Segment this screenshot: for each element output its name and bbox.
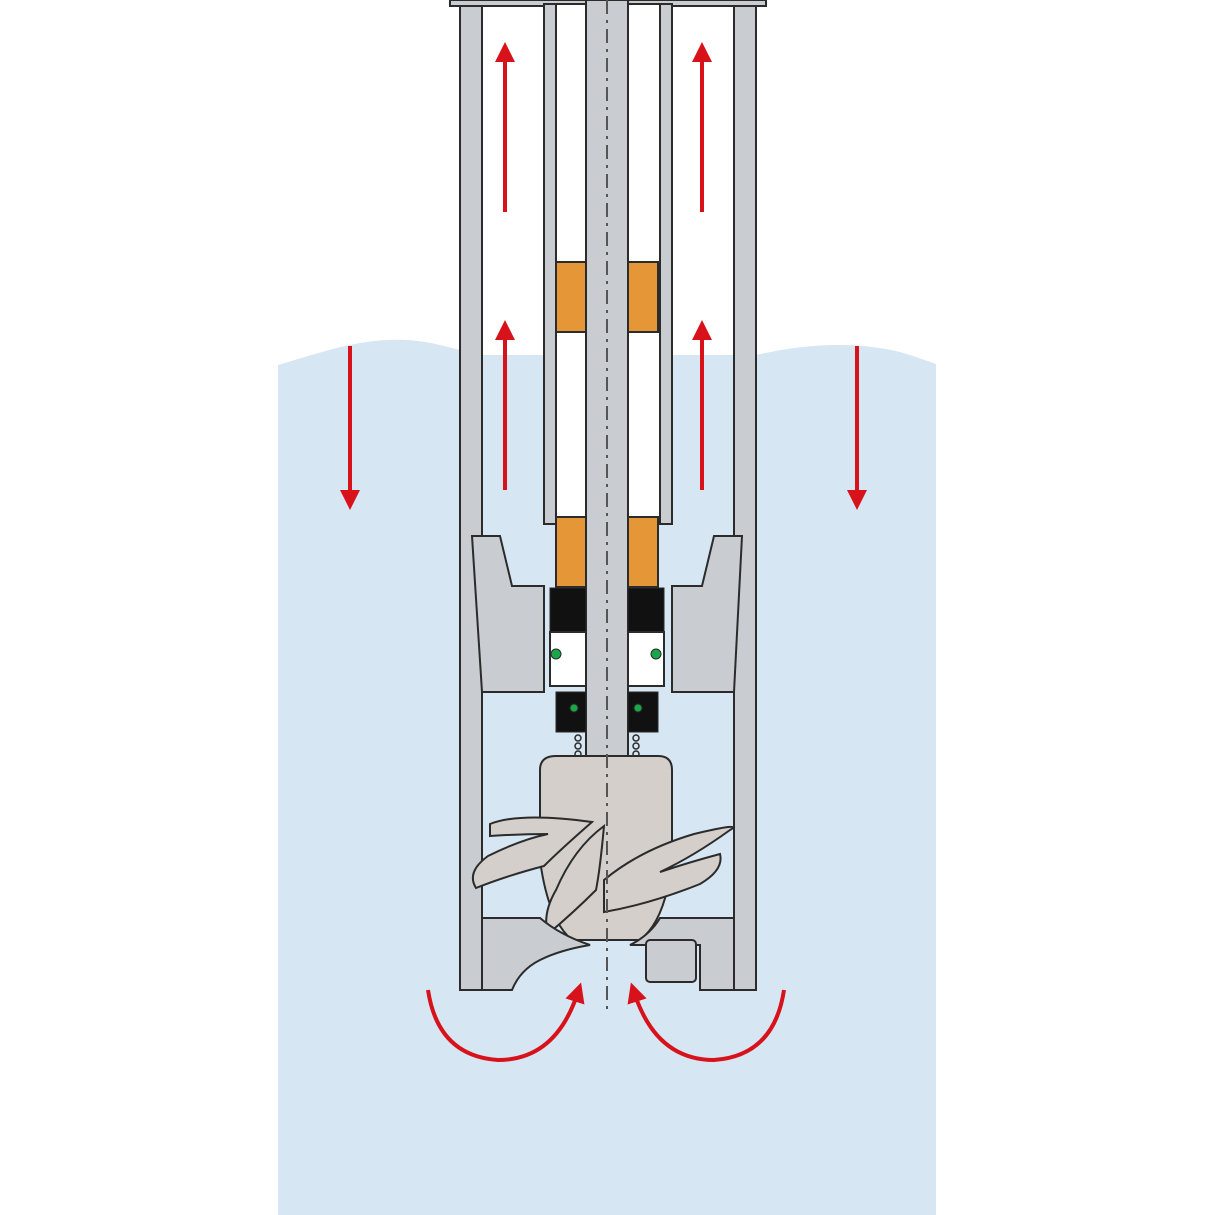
motor-mount-flange-left — [470, 535, 545, 693]
mechanical-seal-face-left — [549, 631, 587, 687]
motor-mount-flange-right — [671, 535, 744, 693]
impeller-blade-left — [472, 816, 595, 890]
upper-bearing-right — [627, 261, 659, 333]
flow-arrow-inlet-right — [627, 982, 786, 1063]
seal-o-ring-right-lower — [633, 703, 643, 713]
mechanical-seal-housing-left — [549, 587, 587, 633]
seal-rotating-ring-right — [627, 691, 659, 733]
seal-rotating-ring-left — [555, 691, 587, 733]
suction-bell-left — [481, 917, 591, 991]
outer-casing-left-wall — [459, 0, 483, 991]
water-sump — [278, 339, 936, 1215]
impeller-blade-right — [603, 825, 734, 914]
seal-o-ring-left — [550, 648, 562, 660]
anti-vortex-block — [645, 939, 697, 983]
outer-casing-right-wall — [733, 0, 757, 991]
suction-bell-right — [629, 917, 735, 991]
column-pipe-right-wall — [659, 3, 673, 525]
seal-o-ring-right — [650, 648, 662, 660]
column-pipe-left-wall — [543, 3, 557, 525]
mechanical-seal-face-right — [627, 631, 665, 687]
flow-arrow-inlet-left — [426, 982, 585, 1063]
upper-bearing-left — [555, 261, 587, 333]
lower-bearing-right — [627, 516, 659, 588]
lower-bearing-left — [555, 516, 587, 588]
flow-arrows — [340, 42, 867, 1063]
mechanical-seal-housing-right — [627, 587, 665, 633]
seal-o-ring-left-lower — [569, 703, 579, 713]
